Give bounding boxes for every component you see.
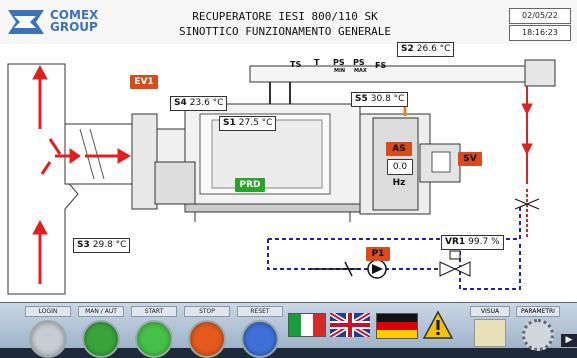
instrument-t: T [314, 58, 320, 67]
visua-button[interactable]: VISUA [470, 306, 510, 347]
sv-badge[interactable]: SV [458, 152, 482, 166]
reset-button[interactable]: RESET [237, 306, 283, 358]
instrument-ts: TS [290, 60, 302, 69]
title-line2: SINOTTICO FUNZIONAMENTO GENERALE [179, 25, 391, 38]
reset-button-label: RESET [237, 306, 283, 317]
instrument-fs: FS [375, 61, 387, 70]
time-display: 18:16:23 [509, 25, 571, 41]
login-icon[interactable] [29, 320, 67, 358]
prd-badge[interactable]: PRD [235, 178, 265, 192]
brand-line2: GROUP [50, 20, 98, 34]
title-line1: RECUPERATORE IESI 800/110 SK [192, 10, 378, 23]
date-display: 02/05/22 [509, 8, 571, 24]
man-aut-icon[interactable] [82, 320, 120, 358]
start-button[interactable]: START [131, 306, 177, 358]
warning-icon[interactable] [422, 310, 454, 340]
comex-logo-mark [8, 10, 44, 34]
stop-button[interactable]: STOP [184, 306, 230, 358]
as-frequency-value: 0.0 [387, 159, 413, 175]
chimney-duct [7, 63, 79, 295]
italian-flag-icon[interactable] [288, 313, 326, 337]
instrument-ps-max-sub: MAX [354, 68, 367, 74]
parametri-button[interactable]: PARAMETRI [516, 306, 560, 351]
brand-line1: COMEX [50, 8, 99, 22]
as-frequency-unit: Hz [392, 178, 406, 188]
start-button-label: START [131, 306, 177, 317]
parametri-button-label: PARAMETRI [516, 306, 560, 317]
comex-logo: COMEX GROUP [6, 6, 116, 38]
german-flag-icon[interactable] [376, 313, 418, 339]
instrument-ps-max: PS [353, 58, 365, 67]
synoptic-drawing [7, 59, 556, 295]
uk-flag-icon[interactable] [330, 313, 370, 337]
gear-icon[interactable] [522, 319, 554, 351]
p1-badge[interactable]: P1 [366, 247, 390, 261]
login-button-label: LOGIN [25, 306, 71, 317]
visua-icon[interactable] [474, 319, 506, 347]
ev1-badge[interactable]: EV1 [130, 75, 158, 89]
login-button[interactable]: LOGIN [25, 306, 71, 358]
man-aut-button[interactable]: MAN / AUT [78, 306, 124, 358]
ev1-housing [131, 113, 158, 210]
start-icon[interactable] [135, 320, 173, 358]
reset-icon[interactable] [241, 320, 279, 358]
next-page-arrow-icon[interactable]: ▶ [561, 334, 577, 347]
as-badge[interactable]: AS [386, 142, 412, 156]
instrument-ps-min: PS [333, 58, 345, 67]
water-circuit [267, 204, 521, 290]
instrument-ps-min-sub: MIN [334, 68, 346, 74]
visua-button-label: VISUA [470, 306, 510, 317]
vr1-valve-symbol [439, 261, 457, 277]
man-aut-button-label: MAN / AUT [78, 306, 124, 317]
stop-icon[interactable] [188, 320, 226, 358]
stop-button-label: STOP [184, 306, 230, 317]
air-flow-arrows [32, 64, 533, 284]
